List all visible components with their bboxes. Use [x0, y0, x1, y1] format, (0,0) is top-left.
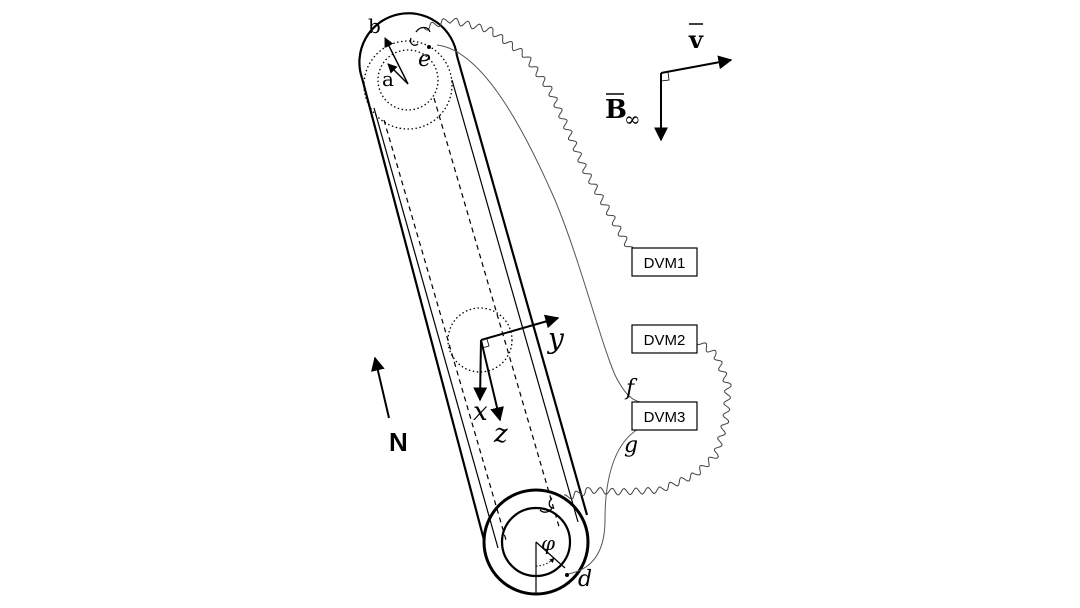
contact-hook-bottom-2: [539, 507, 553, 513]
label-g: g: [624, 433, 638, 458]
wire-g-to-d: [567, 427, 641, 575]
radius-a-arrow: [387, 63, 409, 85]
cylinder-top-cap: [358, 12, 459, 79]
wires: [409, 17, 732, 577]
radius-arrows: [384, 37, 409, 85]
contact-d-dot: [565, 573, 569, 577]
label-f: f: [624, 376, 638, 401]
dvm2-label: DVM2: [644, 332, 686, 349]
coordinate-axes: [473, 314, 560, 422]
dvm1-box: [631, 247, 698, 277]
label-field-inf: ∞: [624, 107, 641, 131]
cylinder-dashed-left: [383, 119, 507, 541]
middle-dotted-circle: [447, 307, 513, 373]
contact-hook-top-2: [409, 37, 419, 46]
cylinder: [358, 12, 590, 596]
label-z-axis: z: [493, 419, 508, 449]
label-b: b: [368, 14, 381, 38]
top-dotted-circle-inner: [377, 49, 439, 111]
field-vectors: [654, 55, 733, 142]
wire-e-to-f: [436, 44, 641, 403]
dvm2-box: [631, 324, 698, 354]
label-y-axis: y: [546, 322, 565, 355]
label-d: d: [578, 567, 592, 592]
contact-hook-top-1: [415, 26, 431, 33]
top-dotted-circle-outer: [363, 40, 453, 130]
phi-radius-line: [535, 541, 566, 569]
y-axis-arrow: [480, 314, 560, 341]
dvm2-meter: DVM2: [631, 324, 698, 354]
dvm1-label: DVM1: [644, 255, 686, 272]
cylinder-inner-right-edge: [451, 79, 579, 523]
vector-right-angle-mark: [660, 71, 670, 82]
contact-hook-bottom-1: [548, 497, 555, 509]
radius-b-arrow: [384, 37, 409, 85]
label-phi: φ: [541, 531, 555, 555]
dvm3-meter: DVM3: [631, 401, 698, 431]
label-field-b: B: [605, 95, 627, 125]
label-velocity: v: [688, 25, 704, 54]
velocity-arrow: [660, 55, 733, 74]
phi-angle-arc: [535, 557, 555, 567]
x-axis-arrow: [473, 339, 488, 402]
cylinder-outer-right-edge: [455, 55, 589, 516]
cylinder-outer-left-edge: [360, 77, 486, 541]
cylinder-inner-left-edge: [373, 107, 499, 549]
cylinder-dashed-right: [433, 97, 561, 531]
wavy-wire-top-to-dvm1: [423, 17, 634, 253]
dvm3-label: DVM3: [644, 409, 686, 426]
wavy-wire-dvm2-to-bottom: [563, 339, 732, 500]
contact-e-dot: [427, 45, 431, 49]
label-north: N: [389, 427, 408, 457]
label-a: a: [382, 67, 394, 91]
label-e: e: [418, 47, 431, 72]
axis-right-angle-mark: [481, 338, 490, 349]
label-x-axis: x: [473, 397, 488, 427]
dvm3-box: [631, 401, 698, 431]
north-arrow: [371, 356, 390, 419]
z-axis-arrow: [480, 339, 504, 422]
dvm1-meter: DVM1: [631, 247, 698, 277]
